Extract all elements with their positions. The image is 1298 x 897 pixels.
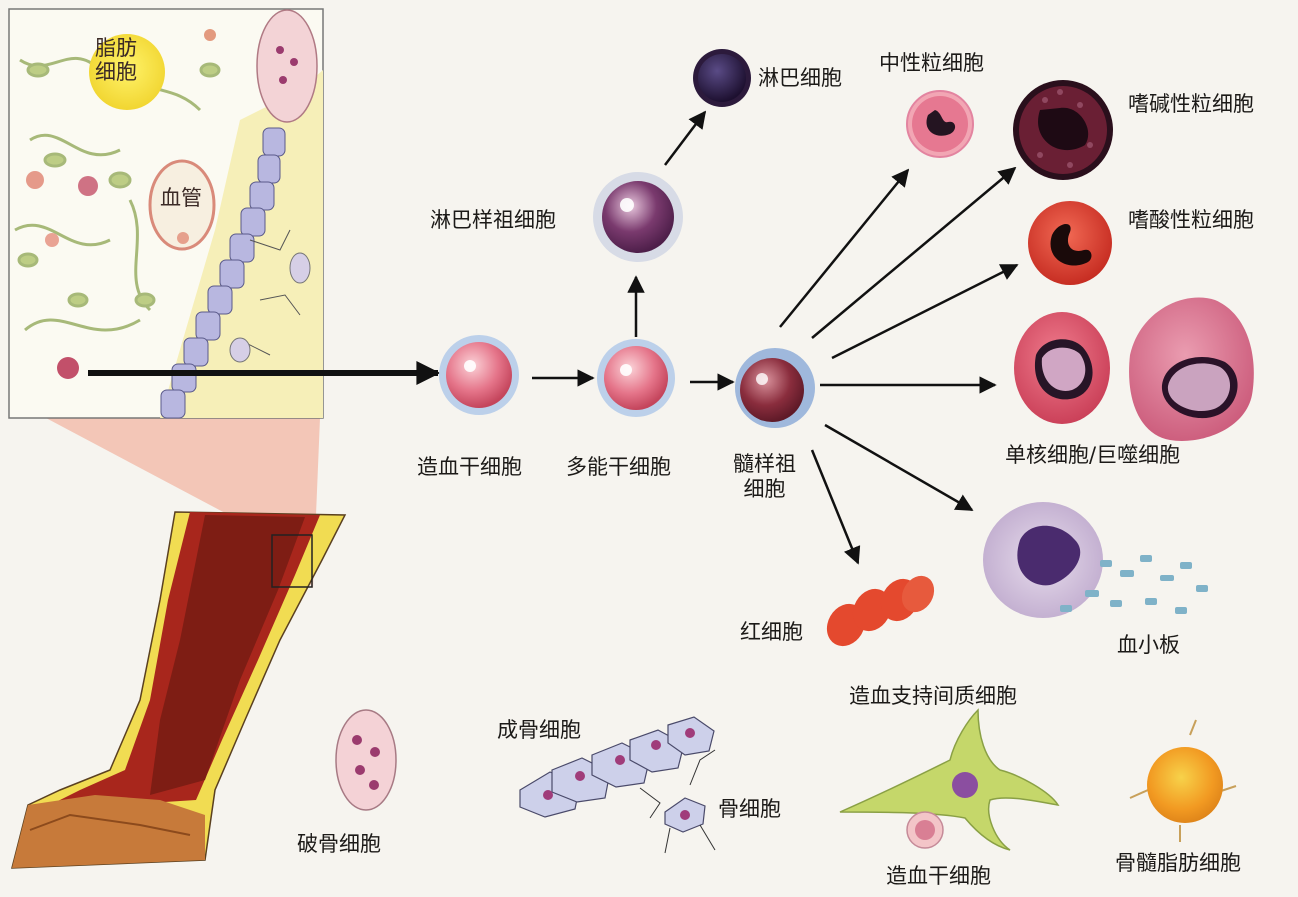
arrow-myeloid-to-erythrocyte bbox=[812, 450, 858, 563]
monocyte-cell bbox=[1014, 312, 1110, 424]
neutrophil-cell bbox=[907, 91, 973, 157]
marrow-fat-cell bbox=[1130, 720, 1236, 842]
label-stromal: 造血支持间质细胞 bbox=[849, 684, 1017, 709]
arrow-myeloid-to-basophil bbox=[812, 168, 1015, 338]
multipotent-cell bbox=[597, 339, 675, 417]
arrow-myeloid-to-platelet bbox=[825, 425, 972, 510]
eosinophil-cell bbox=[1028, 201, 1112, 285]
label-osteocyte: 骨细胞 bbox=[718, 797, 781, 822]
label-lymphoid-progenitor: 淋巴样祖细胞 bbox=[430, 208, 556, 233]
label-myeloid-progenitor: 髓样祖 细胞 bbox=[733, 452, 796, 502]
label-hsc-bottom: 造血干细胞 bbox=[886, 864, 991, 889]
arrow-lymphoid-to-lymphocyte bbox=[665, 112, 705, 165]
label-platelet: 血小板 bbox=[1117, 633, 1180, 658]
megakaryocyte-platelets bbox=[983, 502, 1208, 618]
label-neutrophil: 中性粒细胞 bbox=[879, 51, 984, 76]
inset-vessel-label: 血管 bbox=[160, 186, 202, 210]
label-osteoblast: 成骨细胞 bbox=[497, 718, 581, 743]
label-osteoclast: 破骨细胞 bbox=[297, 832, 381, 857]
label-monocyte-macrophage: 单核细胞/巨噬细胞 bbox=[1005, 443, 1180, 468]
long-bone-illustration bbox=[12, 512, 345, 868]
arrow-myeloid-to-neutrophil bbox=[780, 170, 908, 327]
arrow-myeloid-to-eosinophil bbox=[832, 265, 1017, 358]
label-basophil: 嗜碱性粒细胞 bbox=[1128, 92, 1254, 117]
label-multipotent: 多能干细胞 bbox=[566, 455, 671, 480]
basophil-cell bbox=[1013, 80, 1113, 180]
myeloid-progenitor-cell bbox=[735, 348, 815, 428]
lymphoid-progenitor-cell bbox=[593, 172, 683, 262]
osteoclast-cell bbox=[336, 710, 396, 810]
erythrocyte-cells bbox=[819, 570, 940, 653]
label-erythrocyte: 红细胞 bbox=[740, 620, 803, 645]
label-eosinophil: 嗜酸性粒细胞 bbox=[1128, 208, 1254, 233]
lymphocyte-cell bbox=[693, 49, 751, 107]
inset-fat-cell-label: 脂肪 细胞 bbox=[95, 36, 137, 84]
macrophage-cell bbox=[1129, 297, 1254, 440]
marrow-inset bbox=[9, 9, 323, 418]
label-marrow-fat: 骨髓脂肪细胞 bbox=[1115, 851, 1241, 876]
label-hsc: 造血干细胞 bbox=[417, 455, 522, 480]
stromal-support-cell bbox=[840, 710, 1058, 850]
hsc-cell bbox=[439, 335, 519, 415]
label-lymphocyte: 淋巴细胞 bbox=[758, 66, 842, 91]
